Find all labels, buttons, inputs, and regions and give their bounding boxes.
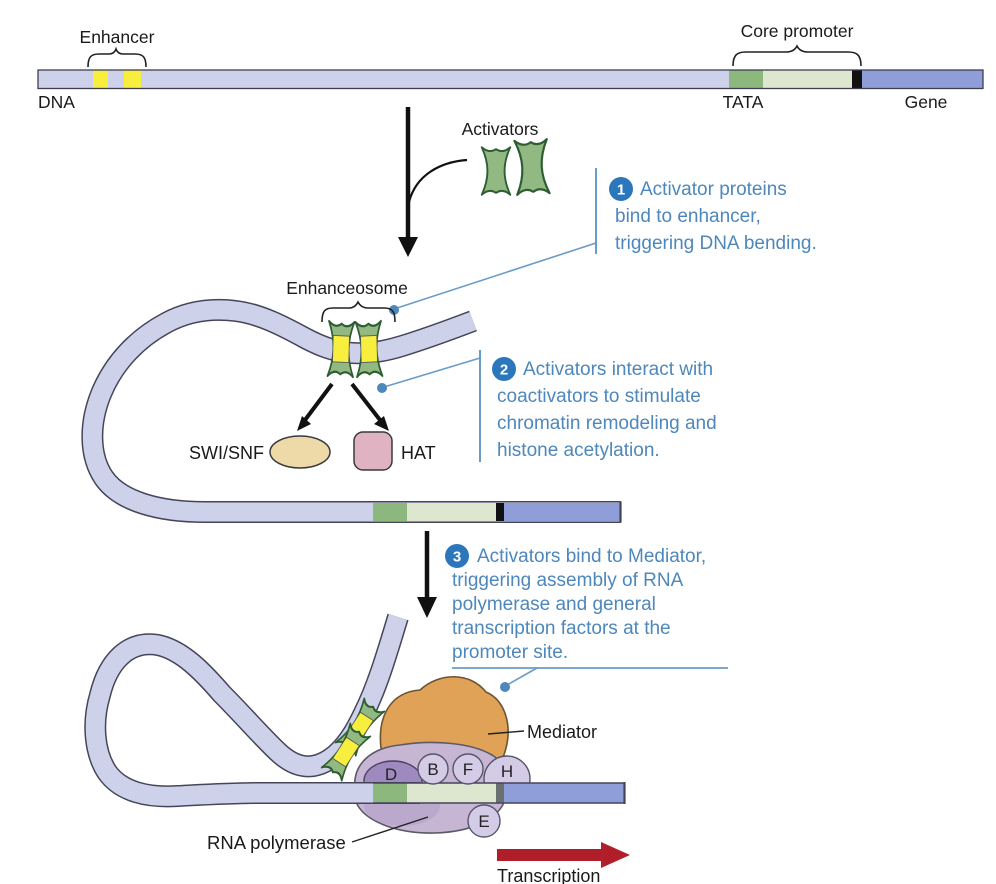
callout-2-dot bbox=[377, 383, 387, 393]
core-promoter-brace bbox=[732, 44, 862, 67]
transcription-arrow bbox=[497, 842, 630, 868]
gene-region bbox=[862, 70, 983, 89]
mediator-pointer bbox=[487, 730, 525, 735]
callout-3-number: 3 bbox=[453, 549, 461, 566]
core-promoter-region-2 bbox=[407, 503, 496, 521]
swi-snf-label: SWI/SNF bbox=[189, 443, 264, 463]
callout-3-line: transcription factors at the bbox=[452, 618, 671, 639]
rna-polymerase-label: RNA polymerase bbox=[207, 832, 346, 853]
coactivator-arrow-left-head bbox=[297, 416, 311, 431]
step1-arrow-group: Activators bbox=[398, 107, 551, 257]
core-promoter-region bbox=[763, 70, 852, 89]
enhanceosome-activator-icon bbox=[326, 319, 356, 379]
callout-3-line: Activators bind to Mediator, bbox=[477, 546, 706, 567]
callout-1-number: 1 bbox=[617, 182, 625, 199]
enhanceosome-activator-icon bbox=[320, 722, 372, 782]
callout-3-pointer bbox=[506, 667, 538, 686]
callout-3-dot bbox=[500, 682, 510, 692]
hat-shape bbox=[353, 431, 393, 471]
callout-1-pointer bbox=[393, 242, 597, 310]
tata-box bbox=[729, 70, 763, 89]
transcription-start-tick-2 bbox=[496, 503, 504, 521]
section-bent-dna: Enhanceosome SWI/SNF HAT bbox=[81, 278, 622, 523]
dna-strand-outline bbox=[37, 69, 984, 90]
gene-label: Gene bbox=[905, 92, 948, 112]
callout-2-badge bbox=[492, 357, 516, 381]
callout-2-line: coactivators to stimulate bbox=[497, 386, 701, 407]
enhancer-site-1 bbox=[93, 70, 108, 89]
gene-region-2 bbox=[504, 503, 621, 521]
down-arrow-3-head bbox=[417, 597, 437, 618]
enhanceosome-activator-icon bbox=[354, 319, 384, 379]
callout-3: 3 Activators bind to Mediator, triggerin… bbox=[445, 544, 728, 692]
activator-protein-icon bbox=[480, 146, 512, 196]
coactivator-arrow-left bbox=[303, 382, 334, 422]
mediator-label: Mediator bbox=[527, 722, 597, 742]
callout-3-line: promoter site. bbox=[452, 642, 568, 663]
transcription-label: Transcription bbox=[497, 866, 600, 884]
bent-dna-outline bbox=[81, 298, 621, 523]
callout-1-dot bbox=[389, 305, 399, 315]
activators-join-curve bbox=[407, 158, 468, 203]
coactivator-arrow-right-head bbox=[374, 416, 389, 431]
section-top-dna: Enhancer DNA Core promoter TATA Gene bbox=[37, 21, 984, 112]
coactivator-arrow-right bbox=[350, 382, 382, 422]
gtf-d-label: D bbox=[385, 765, 397, 784]
callout-3-line: polymerase and general bbox=[452, 594, 656, 615]
tata-box-2 bbox=[373, 503, 407, 521]
rna-polymerase-pointer bbox=[351, 816, 429, 843]
enhancer-brace bbox=[87, 46, 147, 68]
gtf-b-shape bbox=[417, 753, 449, 785]
callout-1-line: bind to enhancer, bbox=[615, 206, 761, 227]
step3-arrow-group bbox=[417, 531, 437, 618]
callout-1-line: Activator proteins bbox=[640, 179, 787, 200]
dna-label: DNA bbox=[38, 92, 75, 112]
gtf-f-shape bbox=[452, 753, 484, 785]
callout-2-line: chromatin remodeling and bbox=[497, 413, 717, 434]
enhanceosome-label: Enhanceosome bbox=[286, 278, 408, 298]
section-initiation-complex: D B F H E Mediator RNA polymerase Transc… bbox=[84, 613, 630, 884]
core-promoter-region-3 bbox=[407, 783, 496, 803]
callout-3-line: triggering assembly of RNA bbox=[452, 570, 684, 591]
enhancer-site-2 bbox=[124, 70, 141, 89]
core-promoter-label: Core promoter bbox=[741, 21, 854, 41]
activators-label: Activators bbox=[462, 119, 539, 139]
callout-1-line: triggering DNA bending. bbox=[615, 233, 817, 254]
hat-label: HAT bbox=[401, 443, 436, 463]
gtf-h-label: H bbox=[501, 762, 513, 781]
transcription-start-tick-3 bbox=[496, 783, 504, 803]
callout-1-badge bbox=[609, 177, 633, 201]
transcription-start-tick bbox=[852, 70, 862, 89]
gtf-e-label: E bbox=[478, 812, 489, 831]
gtf-e-shape bbox=[467, 804, 501, 838]
activator-protein-icon bbox=[513, 138, 551, 196]
down-arrow-1-head bbox=[398, 237, 418, 257]
callout-2: 2 Activators interact with coactivators … bbox=[377, 350, 717, 462]
callout-2-pointer bbox=[383, 357, 481, 388]
callout-2-line: histone acetylation. bbox=[497, 440, 660, 461]
enhancer-label: Enhancer bbox=[80, 27, 155, 47]
callout-1: 1 Activator proteins bind to enhancer, t… bbox=[389, 168, 817, 315]
tata-box-3 bbox=[373, 783, 407, 803]
bent-dna-strand bbox=[82, 300, 621, 522]
callout-2-number: 2 bbox=[500, 362, 508, 379]
gene-region-3 bbox=[504, 783, 625, 803]
tata-label: TATA bbox=[723, 92, 764, 112]
swi-snf-shape bbox=[269, 435, 331, 469]
gtf-b-label: B bbox=[427, 760, 438, 779]
gtf-f-label: F bbox=[463, 760, 473, 779]
enhanceosome-brace bbox=[321, 300, 396, 323]
callout-2-line: Activators interact with bbox=[523, 359, 713, 380]
callout-3-badge bbox=[445, 544, 469, 568]
